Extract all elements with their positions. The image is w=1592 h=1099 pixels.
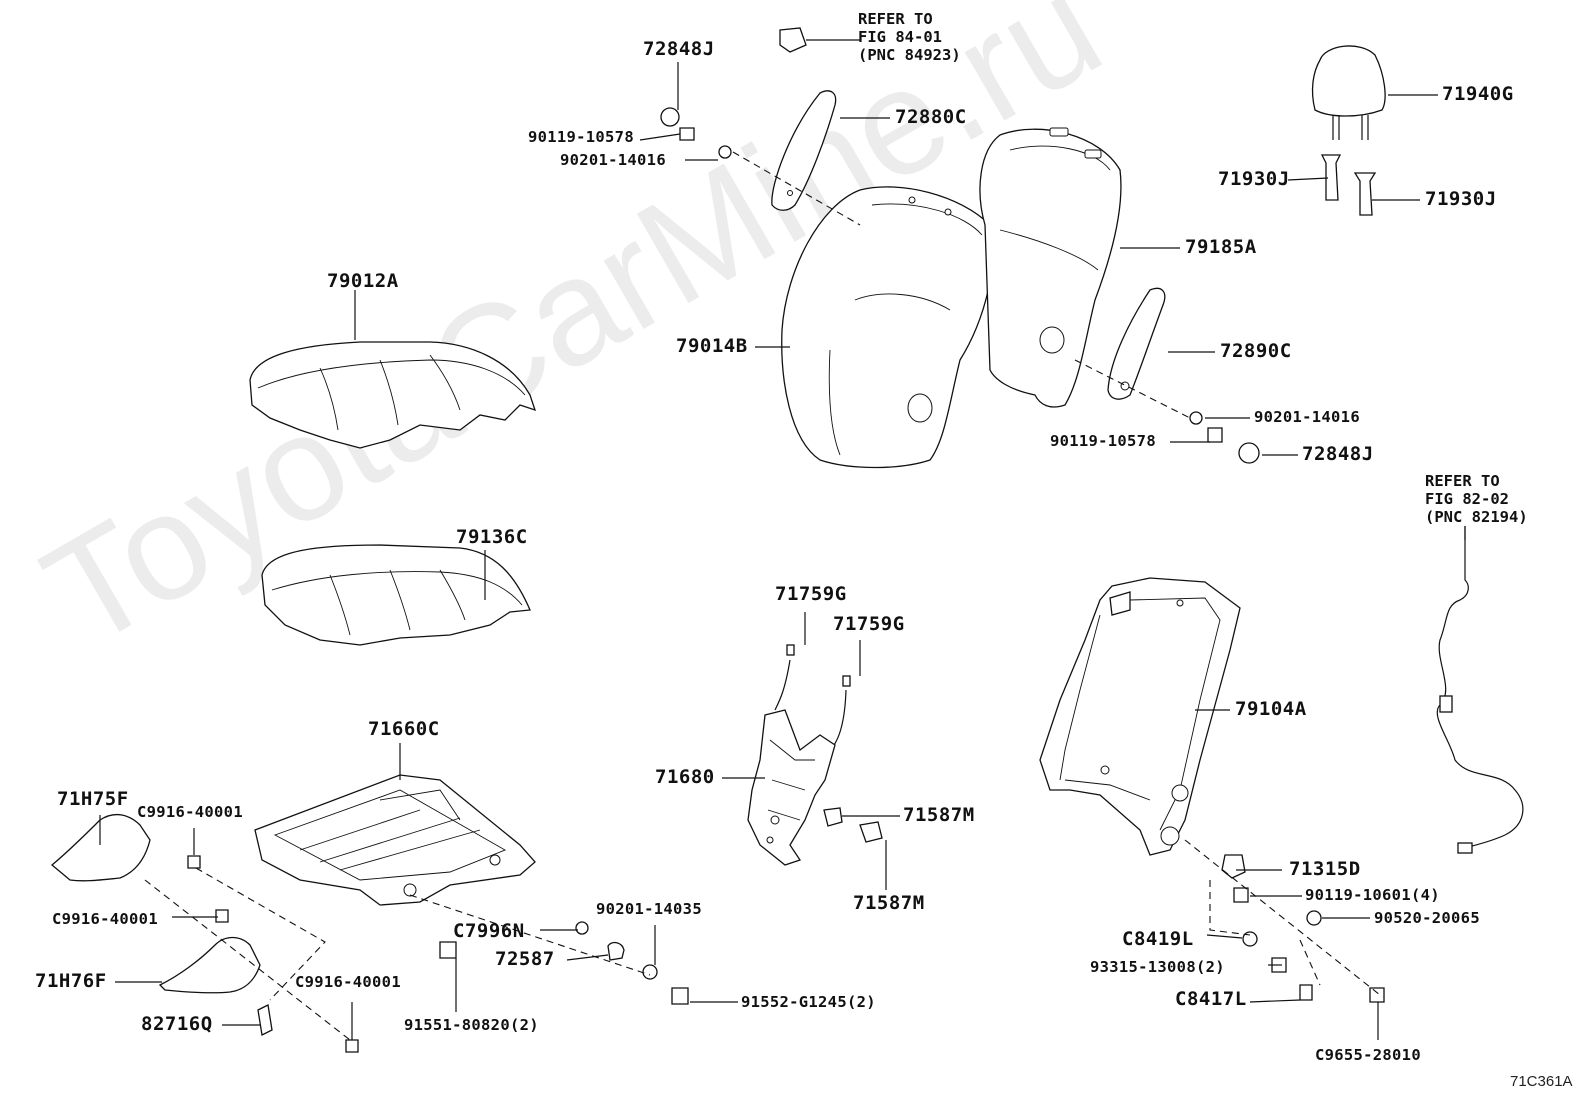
part-label-72890C: 72890C: [1220, 340, 1292, 362]
part-label-71759G-b: 71759G: [833, 613, 905, 635]
bracket-82716Q: [257, 1004, 273, 1036]
part-label-71587M-b: 71587M: [853, 892, 925, 914]
seatback-frame-79104A: [1039, 577, 1241, 856]
seatback-cover-79014B: [781, 186, 994, 469]
part-label-90119-10601: 90119-10601(4): [1305, 886, 1440, 904]
part-label-90201-14016: 90201-14016: [560, 151, 666, 169]
assembly-lines: [144, 151, 1381, 1041]
side-cover-72890C: [1107, 287, 1166, 400]
part-label-91552-G1245: 91552-G1245(2): [741, 993, 876, 1011]
headrest-support-71930J-right: [1353, 172, 1377, 216]
part-label-79104A: 79104A: [1235, 698, 1307, 720]
part-label-71680: 71680: [655, 766, 715, 788]
part-label-90520-20065: 90520-20065: [1374, 909, 1480, 927]
part-label-72848J: 72848J: [643, 38, 715, 60]
part-label-79012A: 79012A: [327, 270, 399, 292]
part-label-71315D: 71315D: [1289, 858, 1361, 880]
part-label-79014B: 79014B: [676, 335, 748, 357]
reference-note-fig82: REFER TO FIG 82-02 (PNC 82194): [1425, 472, 1528, 526]
part-label-71940G: 71940G: [1442, 83, 1514, 105]
shield-71H75F: [50, 813, 151, 882]
part-label-C7996N: C7996N: [453, 920, 525, 942]
bracket-71315D: [1221, 854, 1246, 879]
part-label-C9916-40001-c: C9916-40001: [295, 973, 401, 991]
part-label-90201-14035: 90201-14035: [596, 900, 702, 918]
seat-cushion-cover-79012A: [249, 341, 537, 449]
part-label-C8417L: C8417L: [1175, 988, 1247, 1010]
part-label-93315-13008: 93315-13008(2): [1090, 958, 1225, 976]
part-label-82716Q: 82716Q: [141, 1013, 213, 1035]
headrest-support-71930J-left: [1320, 154, 1342, 201]
part-label-72848J-right: 72848J: [1302, 443, 1374, 465]
part-label-71H76F: 71H76F: [35, 970, 107, 992]
part-label-71660C: 71660C: [368, 718, 440, 740]
fasteners: [187, 27, 1385, 1053]
shield-71H76F: [158, 936, 261, 994]
frame-71680: [747, 644, 851, 866]
wire-harness: [1436, 526, 1524, 849]
side-cover-72880C: [771, 90, 837, 211]
part-label-71H75F: 71H75F: [57, 788, 129, 810]
seat-frame-71660C: [254, 774, 536, 906]
leader-lines: [99, 39, 1466, 1040]
part-label-C9916-40001-a: C9916-40001: [137, 803, 243, 821]
part-label-90119-10578-right: 90119-10578: [1050, 432, 1156, 450]
clip-71587M-b: [859, 821, 883, 843]
part-label-79136C: 79136C: [456, 526, 528, 548]
part-label-72587: 72587: [495, 948, 555, 970]
part-label-71759G-a: 71759G: [775, 583, 847, 605]
part-label-79185A: 79185A: [1185, 236, 1257, 258]
clip-71587M-a: [823, 807, 843, 827]
part-label-C9916-40001-b: C9916-40001: [52, 910, 158, 928]
part-label-71930J-right: 71930J: [1425, 188, 1497, 210]
part-label-C8419L: C8419L: [1122, 928, 1194, 950]
reference-note-fig84: REFER TO FIG 84-01 (PNC 84923): [858, 10, 961, 64]
part-label-C9655-28010: C9655-28010: [1315, 1046, 1421, 1064]
headrest-71940G: [1311, 45, 1386, 140]
part-label-71930J-left: 71930J: [1218, 168, 1290, 190]
figure-code: 71C361A: [1510, 1073, 1573, 1090]
part-label-91551-80820: 91551-80820(2): [404, 1016, 539, 1034]
part-label-90201-14016-right: 90201-14016: [1254, 408, 1360, 426]
part-label-72880C: 72880C: [895, 106, 967, 128]
part-label-90119-10578: 90119-10578: [528, 128, 634, 146]
seatback-pad-79185A: [979, 127, 1122, 408]
part-label-71587M-a: 71587M: [903, 804, 975, 826]
seat-cushion-pad-79136C: [261, 544, 531, 646]
